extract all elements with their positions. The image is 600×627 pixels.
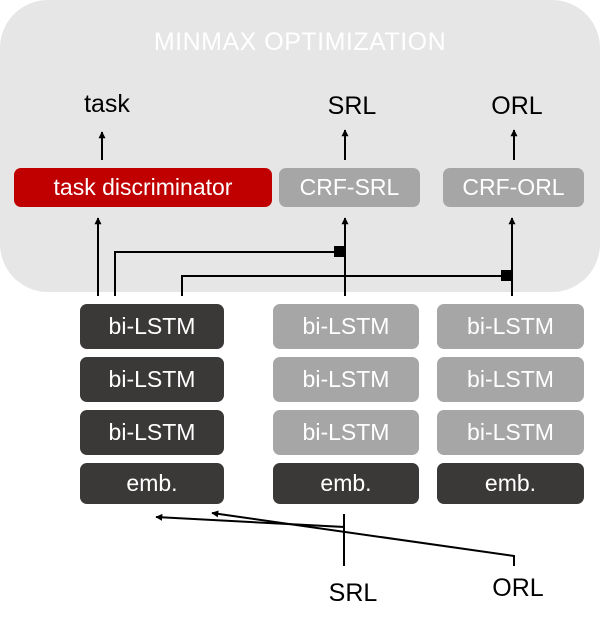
crf-orl-box: CRF-ORL <box>443 168 584 207</box>
srl-bilstm-layer-2: bi-LSTM <box>273 357 419 402</box>
arrow-srl-input-to-embedding <box>155 513 345 566</box>
shared-bilstm-layer-3: bi-LSTM <box>80 410 224 455</box>
input-label-orl: ORL <box>492 574 544 602</box>
task-discriminator-box: task discriminator <box>14 168 272 207</box>
panel-title: MINMAX OPTIMIZATION <box>153 28 447 56</box>
crf-srl-box: CRF-SRL <box>279 168 420 207</box>
orl-bilstm-layer-1: bi-LSTM <box>437 304 584 349</box>
orl-bilstm-layer-2: bi-LSTM <box>437 357 584 402</box>
output-label-orl: ORL <box>491 92 543 120</box>
input-label-srl: SRL <box>328 579 378 607</box>
minmax-optimization-panel: MINMAX OPTIMIZATION <box>0 0 600 292</box>
arrow-orl-input-to-embedding <box>211 510 515 566</box>
shared-bilstm-layer-1: bi-LSTM <box>80 304 224 349</box>
shared-bilstm-layer-2: bi-LSTM <box>80 357 224 402</box>
orl-bilstm-layer-3: bi-LSTM <box>437 410 584 455</box>
srl-embedding: emb. <box>273 463 419 504</box>
output-label-task: task <box>84 90 130 118</box>
shared-embedding: emb. <box>80 463 224 504</box>
orl-embedding: emb. <box>437 463 584 504</box>
srl-bilstm-layer-1: bi-LSTM <box>273 304 419 349</box>
output-label-srl: SRL <box>327 92 377 120</box>
srl-bilstm-layer-3: bi-LSTM <box>273 410 419 455</box>
